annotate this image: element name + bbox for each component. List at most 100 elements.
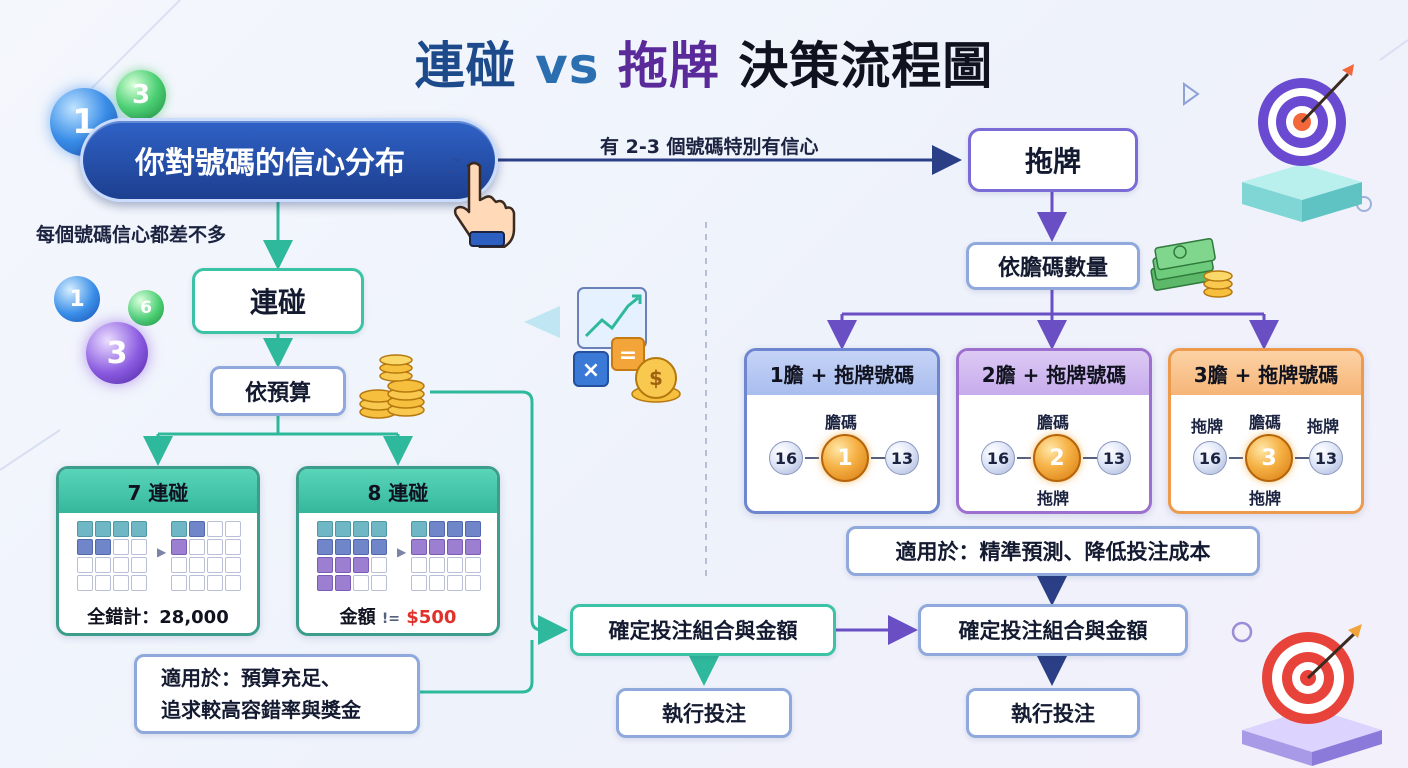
lottery-ball-icon: 3 <box>86 322 148 384</box>
svg-text:×: × <box>582 358 600 383</box>
drag-number-ball: 16 <box>1193 441 1227 475</box>
combo-grid-before <box>317 521 387 591</box>
execute-box-left: 執行投注 <box>616 688 792 738</box>
suitable-label: 適用於：精準預測、降低投注成本 <box>895 540 1211 564</box>
confirm-label: 確定投注組合與金額 <box>608 619 798 643</box>
connector-dash <box>1017 457 1031 459</box>
grid-arrow-icon: ▶ <box>397 545 407 559</box>
suitable-box-drag: 適用於：精準預測、降低投注成本 <box>846 526 1260 576</box>
ball-number: 13 <box>890 448 914 468</box>
drag-number-ball: 13 <box>1097 441 1131 475</box>
svg-text:$: $ <box>649 366 663 390</box>
chart-calculator-icon: × = $ <box>573 287 681 403</box>
lottery-ball-icon: 3 <box>116 70 166 120</box>
connector-dash <box>805 457 819 459</box>
by-budget-label: 依預算 <box>244 381 311 406</box>
banker-card-3-title: 3膽 + 拖牌號碼 <box>1171 351 1361 395</box>
by-budget-box: 依預算 <box>210 366 346 416</box>
banker-card-3: 3膽 + 拖牌號碼 拖牌 膽碼 拖牌 16 3 13 拖牌 <box>1168 348 1364 514</box>
ball-number: 2 <box>1049 445 1065 471</box>
banker-label: 膽碼 <box>1249 413 1282 432</box>
method-box-drag: 拖牌 <box>968 128 1138 192</box>
foot-value: $500 <box>406 607 457 628</box>
title-left-term: 連碰 <box>414 37 517 95</box>
drag-number-ball: 16 <box>981 441 1015 475</box>
title-vs: vs <box>535 37 600 95</box>
method-label: 拖牌 <box>1024 145 1081 178</box>
coin-stack-icon <box>359 354 425 419</box>
lottery-ball-icon: 6 <box>128 290 164 326</box>
banker-number-ball: 2 <box>1033 434 1081 482</box>
page-title: 連碰 vs 拖牌 決策流程圖 <box>0 26 1408 98</box>
ball-number: 3 <box>1261 445 1277 471</box>
banker-card-2-title: 2膽 + 拖牌號碼 <box>959 351 1149 395</box>
ball-number: 1 <box>69 286 85 312</box>
ball-number: 16 <box>986 448 1010 468</box>
foot-label: 全錯計： <box>87 607 160 628</box>
combo-grid-after <box>171 521 241 591</box>
combo-card-8-foot: 金額 != $500 <box>299 603 497 629</box>
banker-number-ball: 1 <box>821 434 869 482</box>
branch-label-strong-confidence: 有 2-3 個號碼特別有信心 <box>600 136 819 158</box>
combo-card-7: 7 連碰 ▶ 全錯計：28,000 <box>56 466 260 636</box>
target-icon <box>1242 64 1362 222</box>
banker-label: 膽碼 <box>825 413 858 432</box>
svg-text:=: = <box>619 343 637 368</box>
ball-number: 3 <box>106 335 128 371</box>
cash-stack-icon <box>1150 237 1233 298</box>
banker-label: 膽碼 <box>1037 413 1070 432</box>
ball-number: 6 <box>140 298 152 318</box>
method-box-combo: 連碰 <box>192 268 364 334</box>
connector-dash <box>1229 457 1243 459</box>
method-label: 連碰 <box>249 286 306 319</box>
drag-label: 拖牌 <box>1249 489 1282 508</box>
execute-box-right: 執行投注 <box>966 688 1140 738</box>
banker-card-1-title: 1膽 + 拖牌號碼 <box>747 351 937 395</box>
by-banker-box: 依膽碼數量 <box>966 242 1140 290</box>
lottery-ball-icon: 1 <box>54 276 100 322</box>
by-banker-label: 依膽碼數量 <box>997 256 1108 281</box>
title-suffix: 決策流程圖 <box>738 37 994 95</box>
drag-side-label: 拖牌 <box>1307 417 1340 436</box>
foot-value: 28,000 <box>159 607 229 628</box>
title-right-term: 拖牌 <box>617 37 720 95</box>
grid-arrow-icon: ▶ <box>157 545 167 559</box>
confirm-box-left: 確定投注組合與金額 <box>570 604 836 656</box>
suitable-line-1: 適用於：預算充足、 <box>161 666 341 690</box>
ball-number: 16 <box>1198 448 1222 468</box>
banker-number-ball: 3 <box>1245 434 1293 482</box>
ball-number: 1 <box>837 445 853 471</box>
drag-number-ball: 13 <box>1309 441 1343 475</box>
confirm-box-right: 確定投注組合與金額 <box>918 604 1188 656</box>
confirm-label: 確定投注組合與金額 <box>958 619 1148 643</box>
drag-label: 拖牌 <box>1037 489 1070 508</box>
foot-label: 金額 <box>339 607 382 628</box>
pointing-hand-icon <box>446 158 516 248</box>
execute-label: 執行投注 <box>1011 702 1095 726</box>
drag-number-ball: 13 <box>885 441 919 475</box>
suitable-line-2: 追求較高容錯率與獎金 <box>161 698 361 722</box>
combo-grid-before <box>77 521 147 591</box>
ball-number: 13 <box>1102 448 1126 468</box>
combo-card-7-title: 7 連碰 <box>59 469 257 513</box>
foot-mark: != <box>381 611 400 627</box>
ball-number: 16 <box>774 448 798 468</box>
connector-dash <box>1295 457 1309 459</box>
banker-card-2: 2膽 + 拖牌號碼 膽碼 16 2 13 拖牌 <box>956 348 1152 514</box>
root-question: 你對號碼的信心分布 <box>80 118 498 202</box>
connector-dash <box>1083 457 1097 459</box>
root-question-label: 你對號碼的信心分布 <box>135 146 405 181</box>
banker-card-1: 1膽 + 拖牌號碼 膽碼 16 1 13 <box>744 348 940 514</box>
drag-side-label: 拖牌 <box>1191 417 1224 436</box>
drag-number-ball: 16 <box>769 441 803 475</box>
connector-dash <box>871 457 885 459</box>
combo-card-8-title: 8 連碰 <box>299 469 497 513</box>
ball-number: 3 <box>131 80 151 110</box>
combo-card-7-foot: 全錯計：28,000 <box>59 603 257 629</box>
combo-grid-after <box>411 521 481 591</box>
combo-card-8: 8 連碰 ▶ 金額 != $500 <box>296 466 500 636</box>
ball-number: 13 <box>1314 448 1338 468</box>
suitable-box-combo: 適用於：預算充足、 追求較高容錯率與獎金 <box>134 654 420 734</box>
execute-label: 執行投注 <box>662 702 746 726</box>
branch-label-equal-confidence: 每個號碼信心都差不多 <box>36 224 227 246</box>
